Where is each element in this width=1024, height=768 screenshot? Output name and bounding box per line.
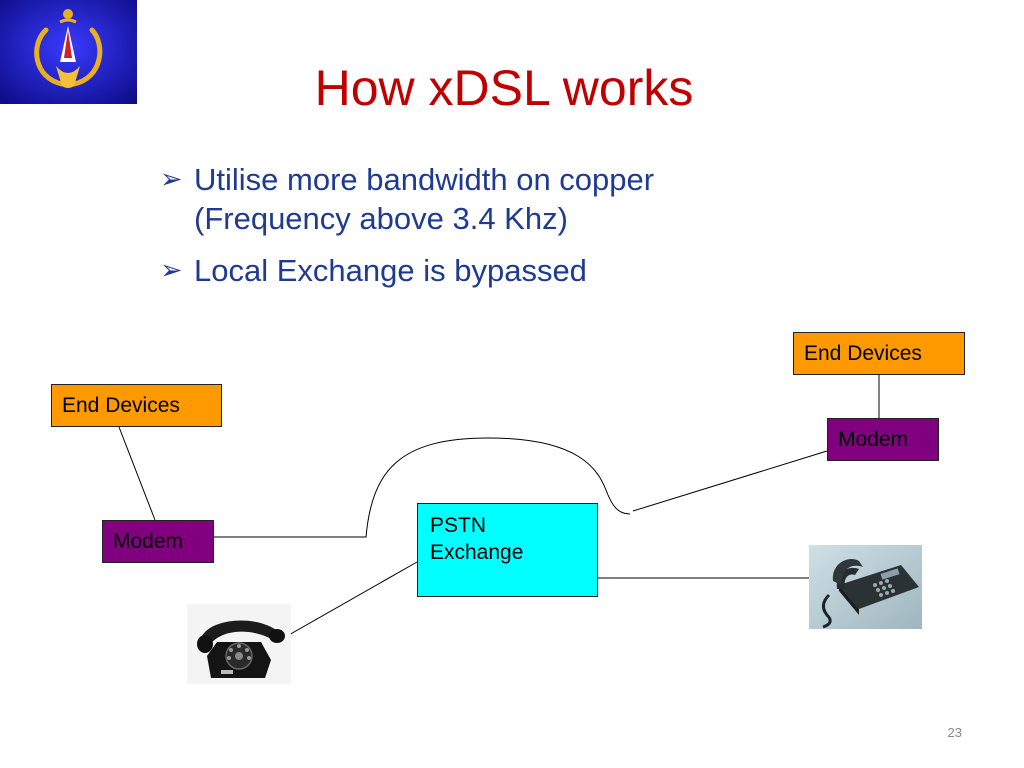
rotary-telephone-icon: [187, 604, 291, 684]
pstn-label: PSTN: [430, 514, 487, 537]
bullet-item: ➢ Local Exchange is bypassed: [160, 251, 800, 290]
bullet-text: Utilise more bandwidth on copper: [194, 162, 655, 197]
modem-left: Modem: [102, 520, 214, 563]
slide-title: How xDSL works: [314, 60, 694, 116]
bullet-item: ➢ Utilise more bandwidth on copper (Freq…: [160, 160, 800, 238]
modem-right: Modem: [827, 418, 939, 461]
line-enddevices-to-modem-left: [118, 426, 156, 521]
end-devices-right: End Devices: [793, 332, 965, 375]
arrow-bullet-icon: ➢: [160, 164, 183, 194]
bullet-list: ➢ Utilise more bandwidth on copper (Freq…: [160, 160, 800, 303]
line-dsl-to-modem-right: [632, 450, 828, 512]
end-devices-left: End Devices: [51, 384, 222, 427]
bullet-text: Local Exchange is bypassed: [194, 253, 587, 288]
pstn-exchange: PSTN Exchange: [417, 503, 598, 597]
exchange-label: Exchange: [430, 541, 524, 564]
bullet-text-continued: (Frequency above 3.4 Khz): [194, 201, 568, 236]
organization-logo: [0, 0, 137, 104]
line-old-phone-to-pstn: [286, 561, 418, 637]
desk-telephone-icon: [809, 545, 922, 629]
line-dsl-loop: [214, 437, 631, 538]
arrow-bullet-icon: ➢: [160, 255, 183, 285]
slide-number: 23: [947, 725, 962, 740]
